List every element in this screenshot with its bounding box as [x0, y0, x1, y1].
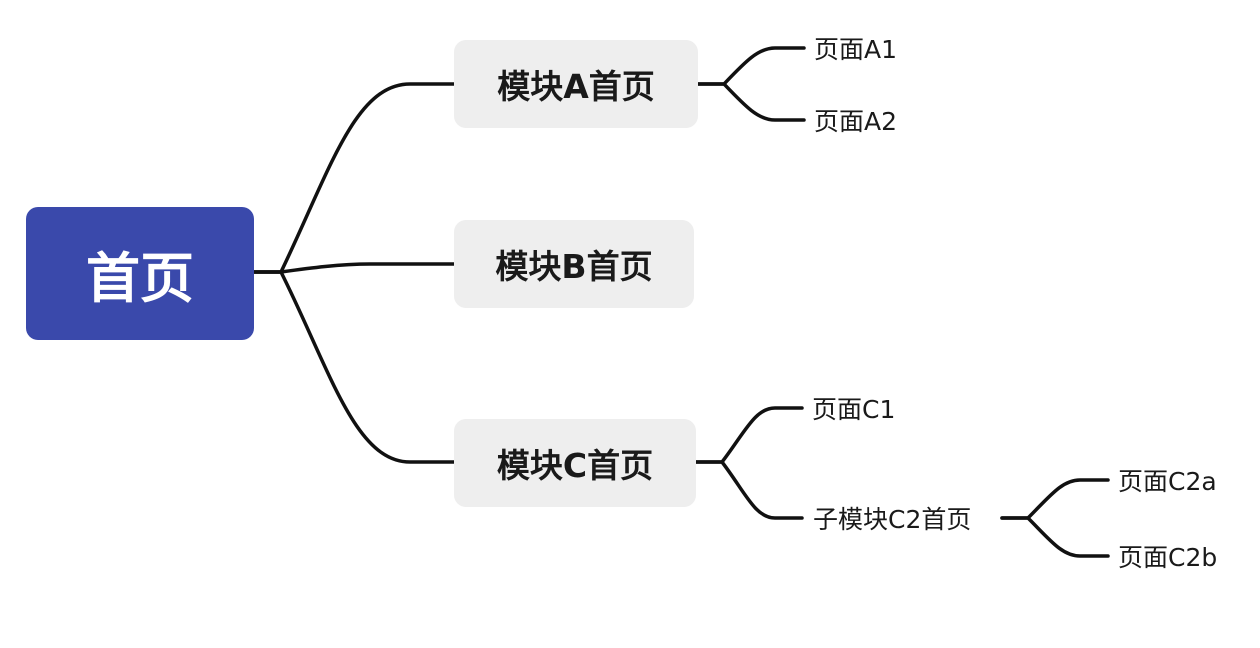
edge-module-a-to-page-a2 — [696, 82, 806, 122]
root-node-home[interactable]: 首页 — [26, 207, 254, 340]
edge-module-c-to-page-c1 — [694, 406, 804, 464]
edge-root-to-module-c — [252, 270, 456, 464]
edge-submodule-c2-to-page-c2b — [1000, 516, 1110, 558]
edge-submodule-c2-to-page-c2a — [1000, 478, 1110, 520]
edge-module-c-to-submodule-c2 — [694, 460, 804, 520]
submodule-node-c2[interactable]: 子模块C2首页 — [813, 505, 972, 534]
edge-root-to-module-b — [252, 262, 456, 274]
leaf-node-page-c2a[interactable]: 页面C2a — [1118, 467, 1217, 496]
module-node-c[interactable]: 模块C首页 — [454, 419, 696, 507]
leaf-node-page-a2[interactable]: 页面A2 — [814, 107, 898, 136]
module-node-b[interactable]: 模块B首页 — [454, 220, 694, 308]
leaf-node-page-c1[interactable]: 页面C1 — [812, 395, 896, 424]
leaf-node-page-c2b[interactable]: 页面C2b — [1118, 543, 1218, 572]
module-node-a[interactable]: 模块A首页 — [454, 40, 698, 128]
edge-root-to-module-a — [252, 82, 456, 274]
edge-module-a-to-page-a1 — [696, 46, 806, 86]
leaf-node-page-a1[interactable]: 页面A1 — [814, 35, 898, 64]
